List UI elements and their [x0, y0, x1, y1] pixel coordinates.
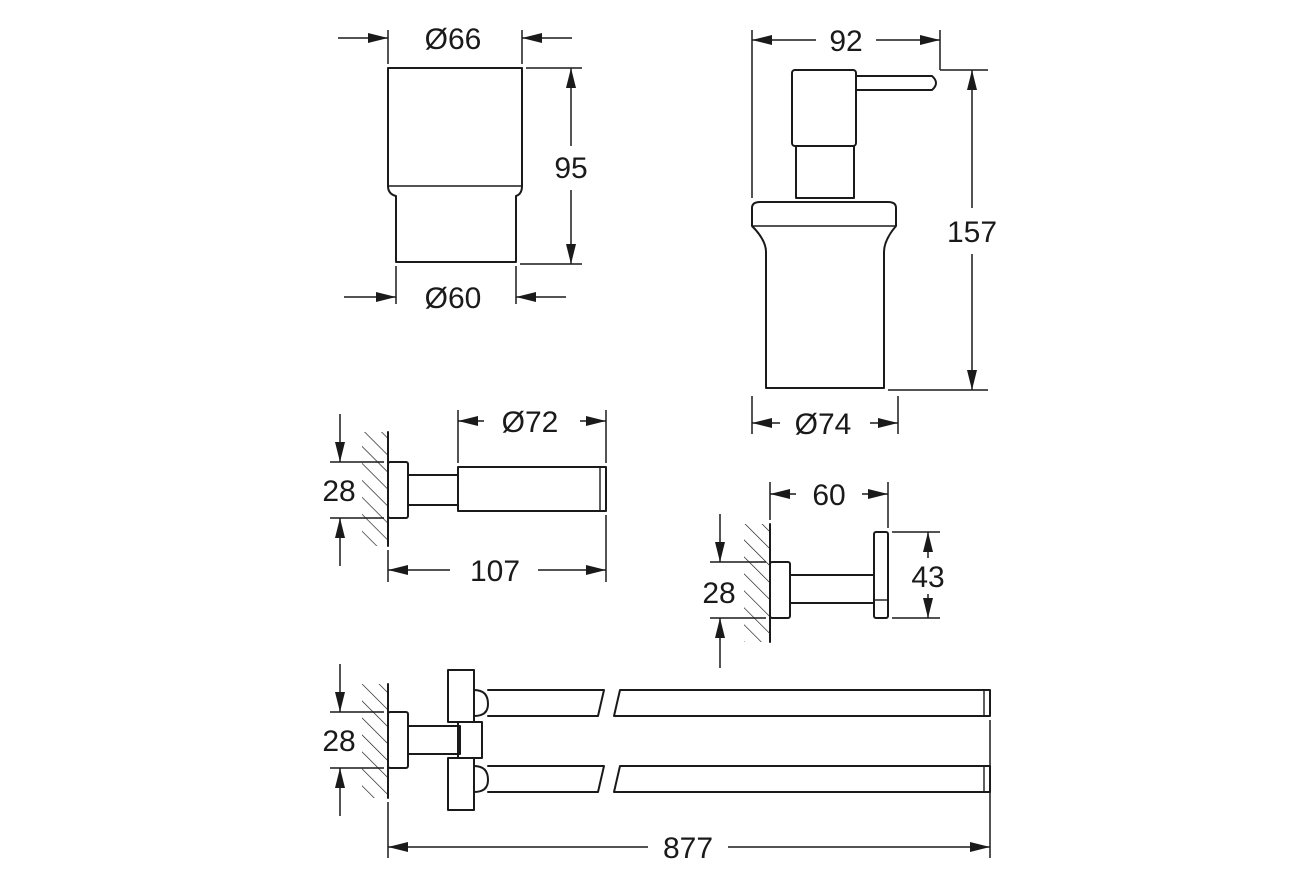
label-dispenser-width: 92	[829, 25, 862, 58]
tumbler-holder-drawing: Ø72 28 107	[322, 406, 607, 588]
towel-upper-hub	[447, 669, 475, 723]
towel-upper-bar-left	[473, 689, 605, 717]
dim-hook-rosette: 28	[702, 514, 766, 668]
towel-bar-drawing: 28 877	[322, 664, 991, 865]
dim-towel-length: 877	[387, 720, 991, 865]
dim-holder-rosette: 28	[322, 414, 384, 566]
dim-holder-projection: 107	[387, 515, 607, 588]
towel-lower-bar-left	[473, 765, 605, 793]
hook-arm	[789, 574, 875, 604]
label-hook-projection: 60	[812, 479, 845, 512]
holder-wall-hatch	[362, 432, 388, 546]
label-dispenser-height: 157	[947, 216, 997, 249]
holder-rosette	[387, 461, 409, 519]
towel-wall-hatch	[362, 684, 388, 798]
towel-lower-hub	[447, 757, 475, 811]
dim-tumbler-top: Ø66	[338, 23, 572, 64]
label-tumbler-top-diameter: Ø66	[425, 23, 482, 56]
hook-rosette	[769, 561, 791, 619]
holder-ring	[457, 466, 607, 512]
towel-upper-bar-right	[613, 689, 991, 717]
holder-arm	[407, 474, 459, 506]
dim-holder-diameter: Ø72	[457, 406, 607, 463]
dim-towel-rosette: 28	[322, 664, 384, 816]
tumbler-outline	[387, 67, 523, 263]
hook-wall-hatch	[744, 524, 770, 642]
towel-arm	[407, 725, 461, 755]
label-holder-diameter: Ø72	[502, 406, 559, 439]
robe-hook-drawing: 60 43 28	[702, 479, 945, 668]
dim-tumbler-bottom: Ø60	[344, 266, 566, 315]
tumbler-drawing: Ø66 95 Ø60	[338, 23, 588, 315]
label-tumbler-bottom-diameter: Ø60	[425, 282, 482, 315]
soap-dispenser-drawing: 92 157 Ø74	[751, 25, 997, 441]
towel-pivot	[457, 721, 483, 759]
dispenser-spout	[855, 75, 937, 91]
towel-rosette	[387, 711, 409, 769]
dim-hook-height: 43	[892, 531, 945, 619]
dispenser-pump-head	[791, 69, 857, 147]
dim-dispenser-width: 92	[751, 25, 941, 198]
dim-tumbler-height: 95	[520, 67, 588, 265]
towel-lower-bar-right	[613, 765, 991, 793]
label-towel-length: 877	[663, 832, 713, 865]
label-hook-rosette: 28	[702, 577, 735, 610]
label-holder-projection: 107	[470, 555, 520, 588]
label-holder-rosette: 28	[322, 475, 355, 508]
label-hook-height: 43	[911, 561, 944, 594]
label-tumbler-height: 95	[554, 152, 587, 185]
dim-dispenser-diameter: Ø74	[751, 396, 899, 441]
label-towel-rosette: 28	[322, 725, 355, 758]
hook-cap	[873, 531, 889, 619]
dispenser-body	[751, 201, 897, 389]
label-dispenser-diameter: Ø74	[795, 408, 852, 441]
dispenser-neck	[795, 145, 855, 199]
dim-dispenser-height: 157	[888, 69, 997, 391]
dim-hook-projection: 60	[769, 479, 889, 528]
